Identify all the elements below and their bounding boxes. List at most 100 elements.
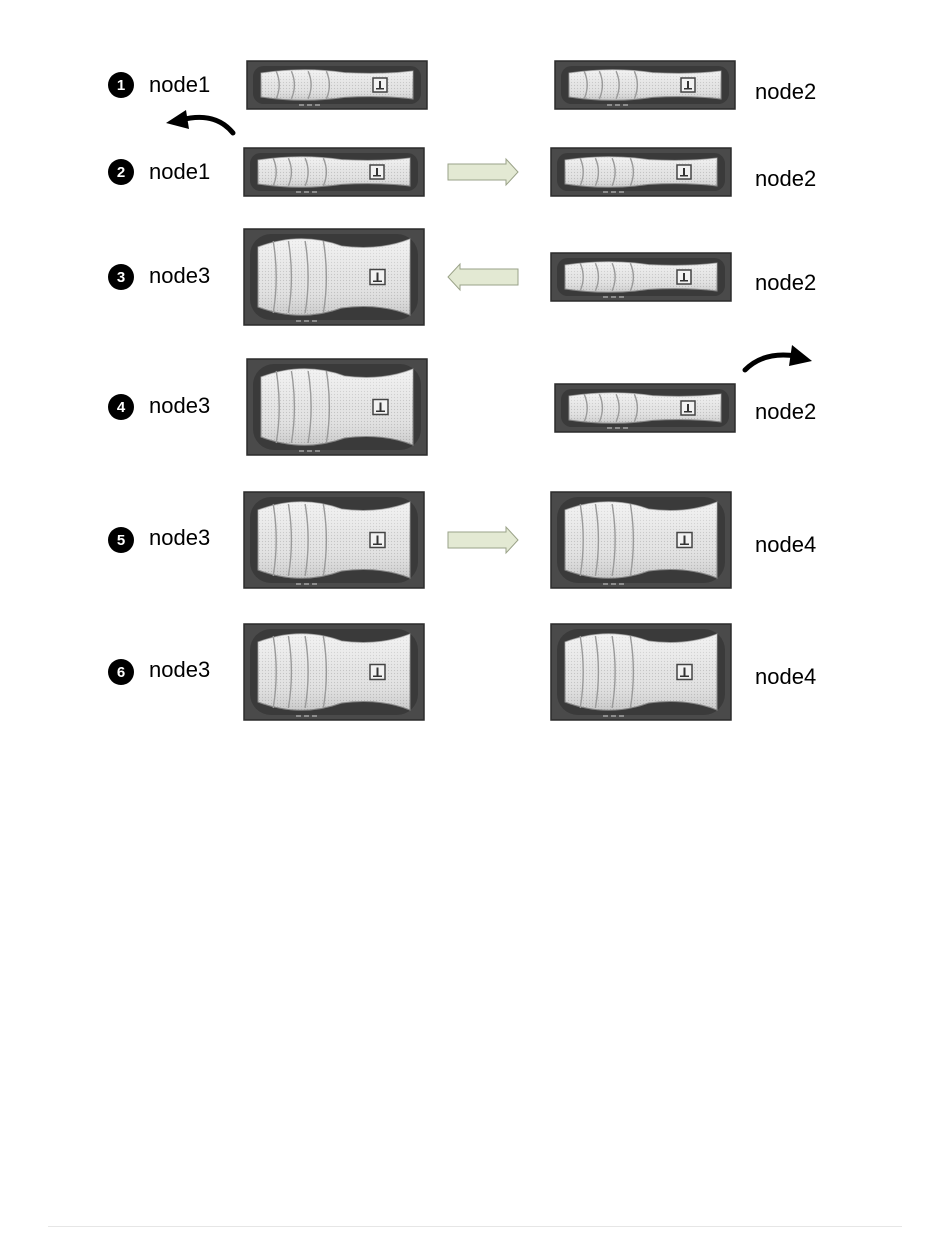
server-status-light <box>296 191 301 193</box>
server-status-light <box>611 583 616 585</box>
data-transfer-arrow <box>448 264 518 290</box>
diagram-row-3: 3 node3 node2 <box>108 229 816 325</box>
server-status-light <box>312 715 317 717</box>
server-bezel-shade <box>565 262 717 293</box>
step-number: 5 <box>117 532 125 549</box>
right-node-label: node2 <box>755 166 816 191</box>
step-number: 1 <box>117 77 125 94</box>
server-status-light <box>315 104 320 106</box>
server-status-light <box>619 296 624 298</box>
server-bezel-shade <box>565 157 717 188</box>
server-status-light <box>312 583 317 585</box>
server-logo-base <box>373 544 382 546</box>
server-status-light <box>619 583 624 585</box>
server-logo-base <box>680 676 689 678</box>
server-logo-base <box>373 281 382 283</box>
server-logo-base <box>376 411 385 413</box>
left-node-server <box>244 492 424 588</box>
server-status-light <box>623 104 628 106</box>
server-logo-base <box>373 676 382 678</box>
step-badge: 6 <box>108 659 134 685</box>
left-node-server <box>247 61 427 109</box>
server-status-light <box>312 191 317 193</box>
footer-divider <box>48 1226 902 1227</box>
server-status-light <box>611 715 616 717</box>
left-node-server <box>247 359 427 455</box>
server-status-light <box>312 320 317 322</box>
step-number: 4 <box>117 399 126 416</box>
diagram-row-6: 6 node3 node4 <box>108 624 816 720</box>
server-logo-base <box>680 280 688 282</box>
server-logo-mark <box>683 168 685 175</box>
server-status-light <box>607 427 612 429</box>
right-node-server <box>551 624 731 720</box>
left-node-label: node1 <box>149 159 210 184</box>
server-status-light <box>619 191 624 193</box>
server-status-light <box>603 583 608 585</box>
step-badge: 5 <box>108 527 134 553</box>
left-node-label: node3 <box>149 657 210 682</box>
step-badge: 2 <box>108 159 134 185</box>
server-status-light <box>315 450 320 452</box>
server-logo-base <box>680 544 689 546</box>
left-node-label: node3 <box>149 263 210 288</box>
diagram-row-2: 2 node1 node2 <box>108 148 816 196</box>
server-bezel-shade <box>261 70 413 101</box>
right-node-label: node4 <box>755 664 816 689</box>
retire-arrow-head <box>789 345 812 366</box>
data-transfer-arrow <box>448 527 518 553</box>
server-logo-mark <box>377 273 379 281</box>
data-transfer-arrow <box>448 159 518 185</box>
server-logo-base <box>373 175 381 177</box>
step-badge: 4 <box>108 394 134 420</box>
server-status-light <box>611 191 616 193</box>
server-logo-mark <box>684 668 686 676</box>
server-status-light <box>607 104 612 106</box>
server-bezel-shade <box>569 70 721 101</box>
server-status-light <box>615 427 620 429</box>
server-status-light <box>307 104 312 106</box>
server-bezel-shade <box>258 157 410 188</box>
server-logo-mark <box>684 536 686 544</box>
server-bezel-shade <box>258 239 410 316</box>
server-logo-mark <box>377 536 379 544</box>
retire-arrow-head <box>166 110 189 129</box>
server-status-light <box>296 715 301 717</box>
server-status-light <box>619 715 624 717</box>
server-bezel-shade <box>258 502 410 579</box>
diagram-row-1: 1 node1 node2 <box>108 61 816 133</box>
retire-arrow-curve <box>181 117 233 133</box>
right-node-server <box>551 492 731 588</box>
server-logo-mark <box>376 168 378 175</box>
server-status-light <box>304 191 309 193</box>
server-logo-base <box>684 88 692 90</box>
server-logo-mark <box>377 668 379 676</box>
step-number: 3 <box>117 269 125 286</box>
server-status-light <box>296 583 301 585</box>
server-bezel-shade <box>565 634 717 711</box>
server-logo-mark <box>687 404 689 411</box>
server-logo-base <box>684 411 692 413</box>
right-node-label: node4 <box>755 532 816 557</box>
right-node-label: node2 <box>755 79 816 104</box>
left-node-server <box>244 624 424 720</box>
server-bezel-shade <box>258 634 410 711</box>
server-bezel-shade <box>569 393 721 424</box>
left-node-label: node1 <box>149 72 210 97</box>
server-status-light <box>615 104 620 106</box>
server-logo-mark <box>379 81 381 88</box>
server-status-light <box>304 583 309 585</box>
server-status-light <box>299 450 304 452</box>
left-node-server <box>244 229 424 325</box>
server-status-light <box>304 715 309 717</box>
server-logo-mark <box>380 403 382 411</box>
server-status-light <box>623 427 628 429</box>
server-logo-mark <box>683 273 685 280</box>
server-status-light <box>603 715 608 717</box>
right-node-server <box>555 384 735 432</box>
left-node-label: node3 <box>149 393 210 418</box>
right-node-server <box>551 148 731 196</box>
server-status-light <box>307 450 312 452</box>
right-node-label: node2 <box>755 270 816 295</box>
